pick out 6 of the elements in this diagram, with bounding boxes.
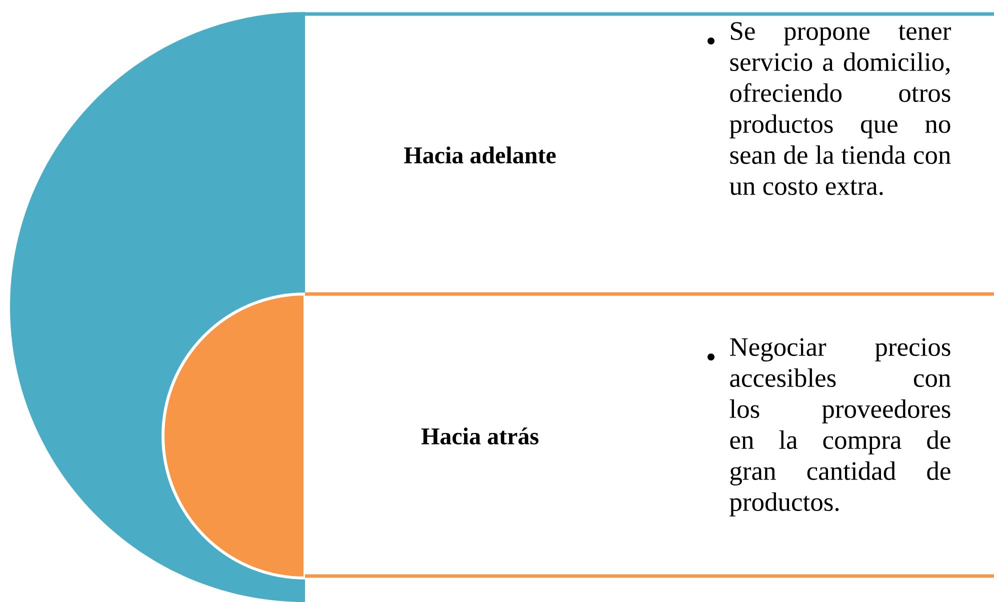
text-box xyxy=(305,12,994,16)
heading: Hacia adelante xyxy=(404,146,556,164)
text-box xyxy=(305,292,994,578)
heading: Hacia atrás xyxy=(421,428,538,444)
bullet-text: Negociar precios accesibles con los proveedores en la compra de gran cantidad de productos. xyxy=(730,338,951,516)
bullet-text: Se propone tener servicio a domicilio, ofreciendo otros productos que no sean de la tienda con un costo extra. xyxy=(730,22,951,196)
